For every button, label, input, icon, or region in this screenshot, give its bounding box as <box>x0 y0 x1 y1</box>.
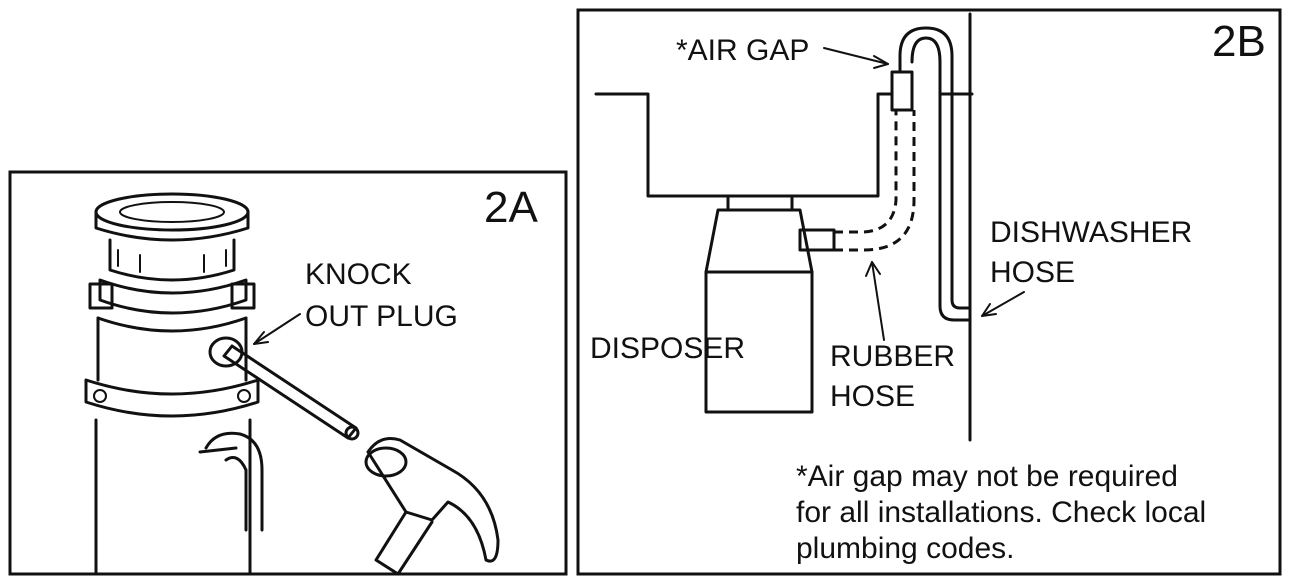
air-gap-leader <box>823 47 889 65</box>
panel-2a-frame <box>8 170 568 576</box>
sink-bowl <box>594 92 894 198</box>
rubber-hose-label-line2: HOSE <box>830 380 915 413</box>
air-gap-note-line2: for all installations. Check local <box>796 496 1206 529</box>
knockout-plug-leader <box>253 313 301 345</box>
knockout-plug-label-line1: KNOCK <box>305 258 412 291</box>
air-gap-note-line1: *Air gap may not be required <box>796 460 1178 493</box>
knockout-plug-arrowhead <box>253 331 269 345</box>
panel-2b-id: 2B <box>1212 17 1266 66</box>
panel-2a: 2A <box>8 170 568 576</box>
dowel-rod <box>222 344 360 441</box>
disposer-illustration <box>84 192 264 576</box>
air-gap-fitting <box>890 26 954 112</box>
air-gap-arrowhead <box>873 55 889 69</box>
rubber-hose-arrowhead <box>865 261 881 277</box>
panel-2b: 2B *AIR GAP <box>576 8 1282 576</box>
hammer-icon <box>364 437 500 576</box>
air-gap-label: *AIR GAP <box>676 34 809 67</box>
dishwasher-hose-label-line1: DISHWASHER <box>990 216 1192 249</box>
dishwasher-hose-arrowhead <box>981 303 997 317</box>
rubber-hose-label-line1: RUBBER <box>830 340 955 373</box>
disposer-label: DISPOSER <box>590 332 745 365</box>
dishwasher-hose-label-line2: HOSE <box>990 256 1075 289</box>
disposer-unit <box>704 194 836 414</box>
panel-2a-id: 2A <box>484 183 538 232</box>
panel-2b-frame <box>576 8 1282 576</box>
rubber-hose-leader <box>871 261 885 341</box>
rubber-hose <box>834 110 916 252</box>
dishwasher-hose-leader <box>981 291 1025 317</box>
knockout-plug-label-line2: OUT PLUG <box>305 300 458 333</box>
dishwasher-hose <box>938 108 972 322</box>
air-gap-note-line3: plumbing codes. <box>796 532 1014 565</box>
